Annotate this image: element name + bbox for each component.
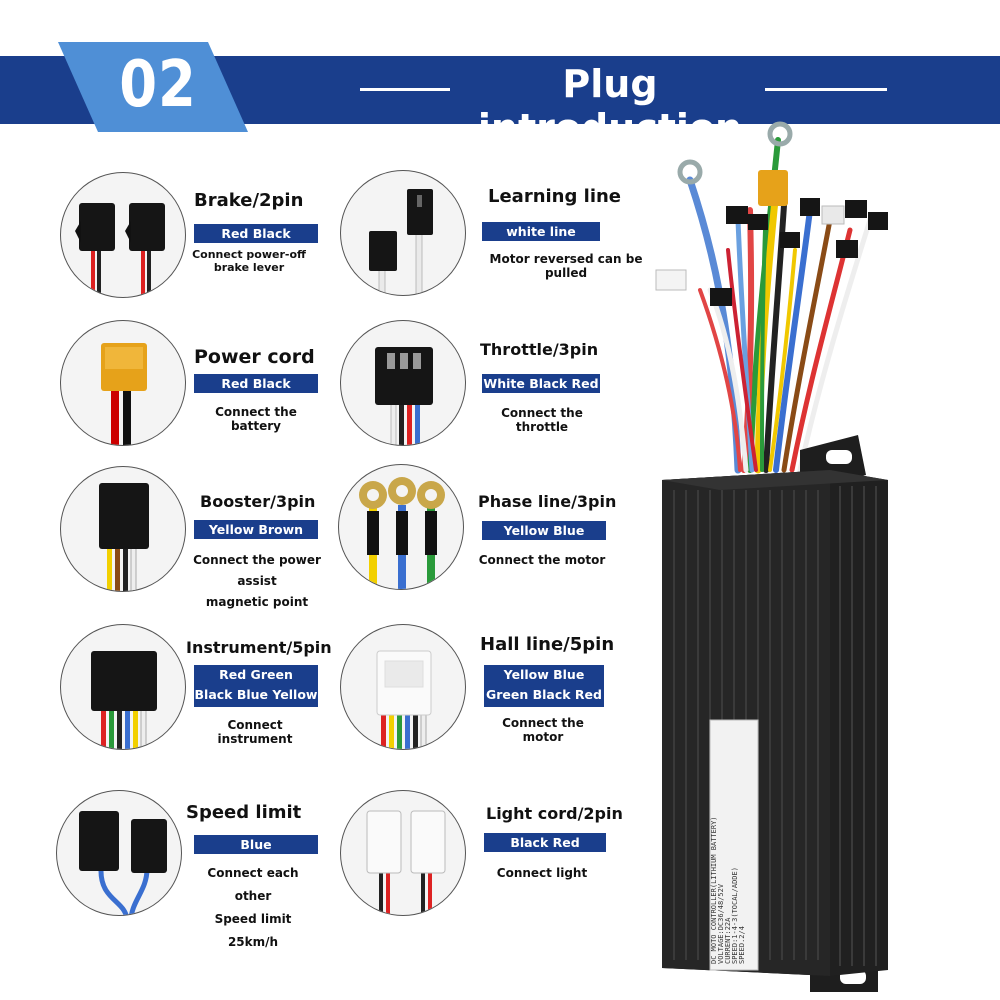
wire-colors-phase: Yellow Blue Green	[482, 521, 606, 557]
item-label-learning: Learning line	[488, 186, 622, 207]
phase-line-connector-photo	[338, 464, 464, 590]
instrument-connector-photo	[60, 624, 186, 750]
light-cord-connector-photo	[340, 790, 466, 916]
section-badge: 02	[58, 42, 248, 132]
item-desc-throttle: Connect the throttle	[501, 406, 583, 434]
item-desc-light: Connect light	[496, 866, 588, 880]
item-label-instrument: Instrument/5pin	[186, 638, 332, 657]
power-cord-connector-photo	[60, 320, 186, 446]
item-desc-learning: Motor reversed can be pulled	[489, 252, 643, 280]
speed-limit-connector-photo	[56, 790, 182, 916]
label-line: SPEED.2/4	[738, 926, 746, 964]
controller-photo	[640, 120, 900, 1000]
title-rule-right	[765, 88, 887, 91]
wire-colors-brake: Red Black	[194, 224, 318, 243]
throttle-connector-photo	[340, 320, 466, 446]
wire-colors-speed: Blue	[194, 835, 318, 854]
item-label-power: Power cord	[194, 346, 315, 368]
page-title: Plug introduction	[477, 62, 743, 150]
section-number: 02	[119, 48, 197, 122]
wire-colors-booster: Yellow Brown Black	[194, 520, 318, 556]
item-label-throttle: Throttle/3pin	[480, 340, 599, 359]
wire-colors-learning: white line	[482, 222, 600, 241]
item-label-light: Light cord/2pin	[486, 804, 623, 823]
item-desc-power: Connect the battery	[215, 405, 297, 433]
hall-line-connector-photo	[340, 624, 466, 750]
item-desc-phase: Connect the motor	[478, 553, 606, 567]
wire-colors-light: Black Red	[484, 833, 606, 852]
wire-colors-power: Red Black	[194, 374, 318, 393]
booster-connector-photo	[60, 466, 186, 592]
item-label-speed: Speed limit	[186, 802, 302, 823]
item-desc-hall: Connect the motor	[502, 716, 584, 744]
controller-label-sticker: DC MOTO CONTROLLER(LITHIUM BATTERY) VOLT…	[710, 724, 747, 964]
item-label-brake: Brake/2pin	[194, 190, 304, 211]
item-label-booster: Booster/3pin	[200, 492, 316, 511]
item-label-hall: Hall line/5pin	[480, 634, 615, 655]
brake-connector-photo	[60, 172, 186, 298]
learning-line-connector-photo	[340, 170, 466, 296]
wire-colors-throttle: White Black Red	[482, 374, 600, 393]
item-desc-instrument: Connect instrument	[217, 718, 293, 746]
item-label-phase: Phase line/3pin	[478, 492, 617, 511]
title-rule-left	[360, 88, 450, 91]
